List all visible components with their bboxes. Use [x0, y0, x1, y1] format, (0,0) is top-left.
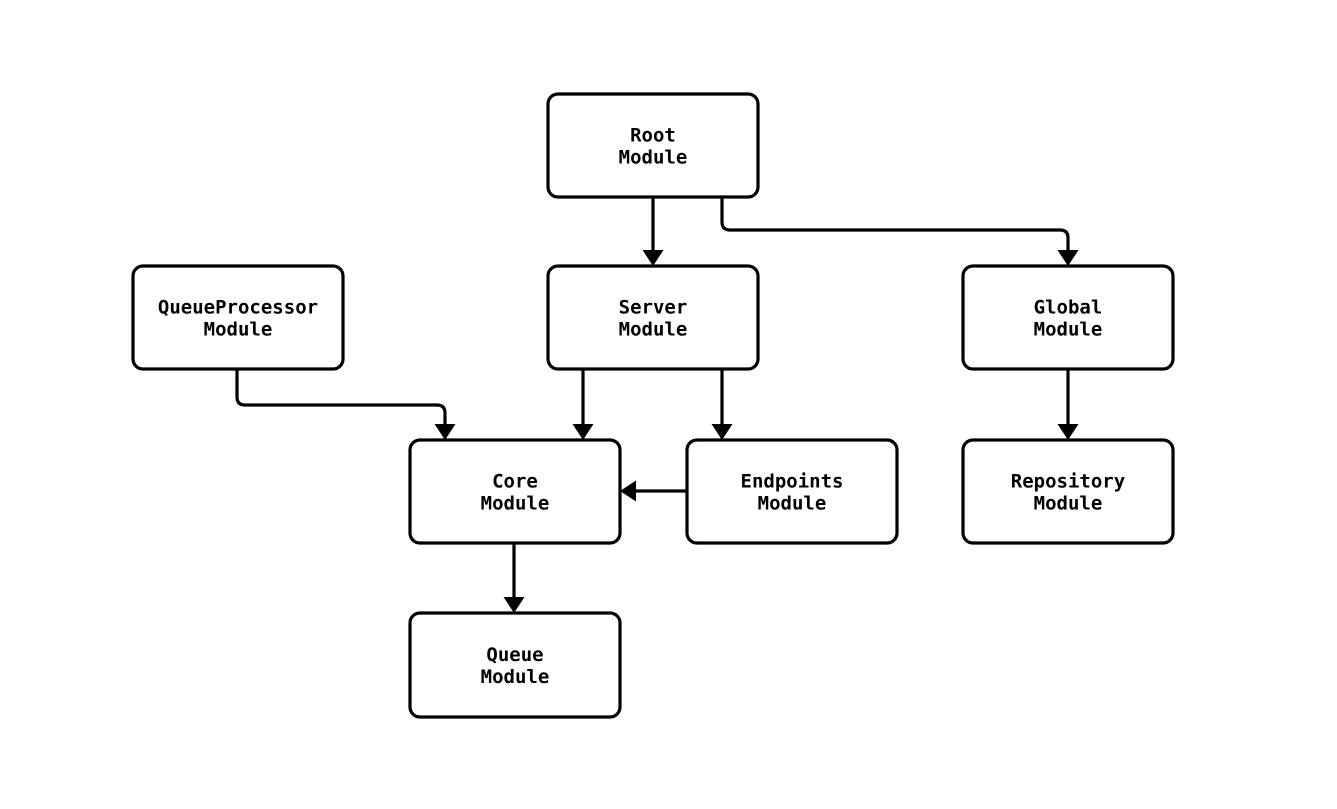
edge-server-to-core-arrowhead — [572, 424, 594, 440]
edge-global-to-repository — [1057, 369, 1079, 440]
edge-queueprocessor-to-core-arrowhead — [434, 424, 456, 440]
edge-root-to-server — [642, 197, 664, 266]
edge-endpoints-to-core-arrowhead — [620, 480, 636, 502]
repository-module-node-box[interactable] — [961, 438, 1175, 545]
endpoints-module-node-box[interactable] — [685, 438, 899, 545]
edge-core-to-queue-arrowhead — [503, 597, 525, 613]
edges-layer — [235, 197, 1079, 613]
edge-root-to-global — [720, 197, 1079, 266]
edge-root-to-global-line — [720, 197, 1070, 250]
edge-endpoints-to-core — [620, 480, 687, 502]
edge-server-to-core — [572, 369, 594, 440]
edge-global-to-repository-arrowhead — [1057, 424, 1079, 440]
queue-module-node-box[interactable] — [408, 611, 622, 719]
root-module-node-box[interactable] — [546, 92, 760, 199]
edge-core-to-queue — [503, 543, 525, 613]
server-module-node-box[interactable] — [546, 264, 760, 371]
queueprocessor-module-node-box[interactable] — [131, 264, 345, 371]
edge-queueprocessor-to-core — [235, 369, 456, 440]
edge-server-to-endpoints-arrowhead — [711, 424, 733, 440]
edge-queueprocessor-to-core-line — [235, 369, 447, 424]
edge-root-to-server-arrowhead — [642, 250, 664, 266]
edge-root-to-global-arrowhead — [1057, 250, 1079, 266]
core-module-node-box[interactable] — [408, 438, 622, 545]
global-module-node-box[interactable] — [961, 264, 1175, 371]
edge-server-to-endpoints — [711, 369, 733, 440]
